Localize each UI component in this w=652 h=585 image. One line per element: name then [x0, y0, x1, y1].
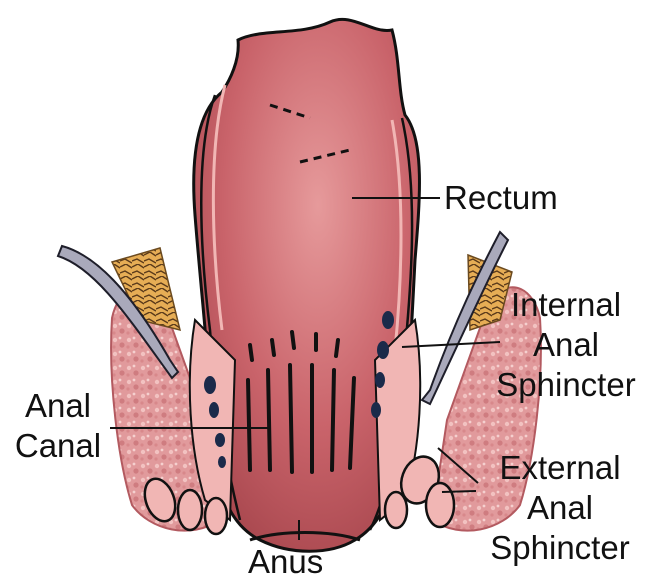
label-anal-canal: Anal Canal	[0, 386, 116, 466]
label-anus: Anus	[248, 542, 323, 582]
leader-external-sphincter-2	[442, 491, 476, 492]
label-internal-anal-sphincter: Internal Anal Sphincter	[486, 285, 646, 405]
label-internal-line-2: Anal	[486, 325, 646, 365]
label-internal-line-1: Internal	[486, 285, 646, 325]
label-anal-canal-line-2: Canal	[0, 426, 116, 466]
label-rectum: Rectum	[444, 178, 558, 218]
label-anal-canal-line-1: Anal	[0, 386, 116, 426]
label-external-line-1: External	[480, 448, 640, 488]
label-internal-line-3: Sphincter	[486, 365, 646, 405]
label-external-line-3: Sphincter	[480, 528, 640, 568]
label-external-line-2: Anal	[480, 488, 640, 528]
label-external-anal-sphincter: External Anal Sphincter	[480, 448, 640, 568]
